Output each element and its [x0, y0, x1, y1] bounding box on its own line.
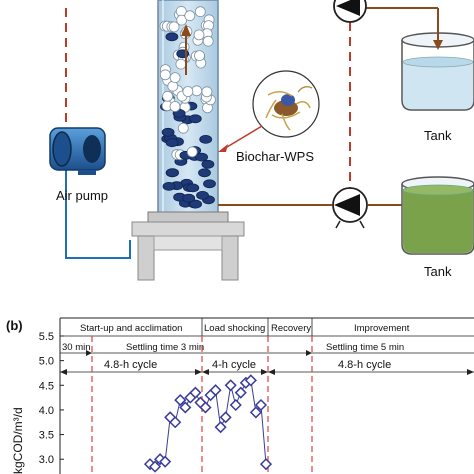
bubble — [159, 69, 171, 81]
granule-dark — [196, 190, 209, 200]
cycle-row: 4.8-h cycle 4-h cycle 4.8-h cycle — [60, 359, 474, 375]
data-point — [244, 374, 257, 387]
data-point — [249, 406, 262, 419]
settling-5min: Settling time 5 min — [326, 342, 404, 353]
bubble — [201, 86, 213, 98]
plot-frame — [59, 317, 474, 474]
data-point — [259, 458, 273, 471]
y-tick-label: 4.5 — [39, 380, 54, 392]
granule-dark — [162, 181, 176, 191]
y-tick-label: 3.5 — [39, 430, 54, 442]
granule-dark — [203, 179, 216, 189]
effluent-pump-icon — [333, 0, 367, 23]
biochar-inset — [252, 70, 320, 138]
bubble — [182, 86, 194, 97]
granule-dark — [188, 114, 202, 124]
granule-dark — [199, 134, 213, 144]
y-axis-title: kgCOD/m³/d — [11, 407, 25, 474]
granule-dark — [186, 183, 200, 193]
settling-30min: 30 min — [62, 342, 91, 353]
bubble — [169, 72, 181, 83]
air-line — [65, 170, 131, 259]
y-tick-label: 5.0 — [39, 356, 54, 368]
granule-dark — [166, 168, 180, 178]
cycle-48h-2: 4.8-h cycle — [338, 359, 391, 371]
data-point — [148, 460, 162, 473]
granule-dark — [201, 159, 215, 169]
bubble — [184, 10, 196, 22]
tank-inlet-arrow-icon — [433, 8, 443, 50]
y-axis: 5.5 5.0 4.5 4.0 3.5 3.0 — [39, 331, 64, 466]
y-tick-label: 4.0 — [39, 405, 54, 417]
flow-arrow-icon — [181, 24, 191, 75]
data-point — [224, 379, 237, 392]
data-point — [234, 386, 247, 399]
reactor-stand — [131, 211, 245, 281]
data-series — [143, 374, 273, 473]
bubble — [177, 122, 189, 134]
granule-dark — [195, 152, 209, 162]
phase-improvement: Improvement — [354, 323, 410, 334]
data-point — [159, 455, 172, 468]
air-pump-icon — [49, 127, 106, 175]
tank-bottom-label: Tank — [424, 264, 452, 279]
data-point — [209, 384, 222, 397]
cycle-48h-1: 4.8-h cycle — [104, 359, 157, 371]
data-point — [169, 416, 182, 429]
biochar-label: Biochar-WPS — [236, 149, 314, 164]
y-tick-label: 3.0 — [39, 454, 54, 466]
data-point — [199, 401, 212, 414]
phase-load-shocking: Load shocking — [204, 323, 265, 334]
inset-pointer — [221, 125, 263, 151]
granule-dark — [198, 168, 211, 178]
bubble — [175, 58, 187, 70]
panel-b-label: (b) — [6, 318, 23, 333]
bubble — [194, 50, 205, 61]
tank-top-label: Tank — [424, 128, 452, 143]
bubble — [169, 101, 181, 112]
data-point — [189, 386, 202, 399]
phase-startup: Start-up and acclimation — [80, 323, 182, 334]
data-point — [254, 398, 268, 412]
bubble — [162, 90, 174, 102]
tank-bottom — [401, 176, 474, 255]
phase-row: Start-up and acclimation Load shocking R… — [60, 318, 474, 337]
granule-dark — [165, 32, 179, 42]
settling-row: 30 min Settling time 3 min Settling time… — [60, 342, 474, 356]
phase-separators — [91, 336, 313, 474]
data-point — [214, 421, 227, 434]
granule-dark — [182, 193, 196, 203]
data-point — [229, 398, 242, 412]
granule-dark — [165, 138, 179, 148]
y-tick-label: 5.5 — [39, 331, 54, 343]
cycle-4h: 4-h cycle — [212, 359, 256, 371]
phase-recovery: Recovery — [271, 323, 311, 334]
data-point — [219, 411, 232, 424]
granule-dark — [189, 199, 203, 209]
bubble — [168, 21, 180, 33]
settling-3min: Settling time 3 min — [126, 342, 204, 353]
bubble — [194, 6, 206, 18]
data-point — [174, 394, 187, 407]
granule-dark — [161, 127, 175, 137]
air-pump-label: Air pump — [56, 188, 108, 203]
granule-bed — [159, 5, 216, 209]
bubble — [193, 29, 205, 41]
bubble — [186, 146, 198, 158]
influent-pump-icon — [332, 187, 368, 229]
inset-pointer-head — [218, 144, 228, 152]
bubble — [202, 35, 214, 47]
data-point — [179, 401, 192, 414]
